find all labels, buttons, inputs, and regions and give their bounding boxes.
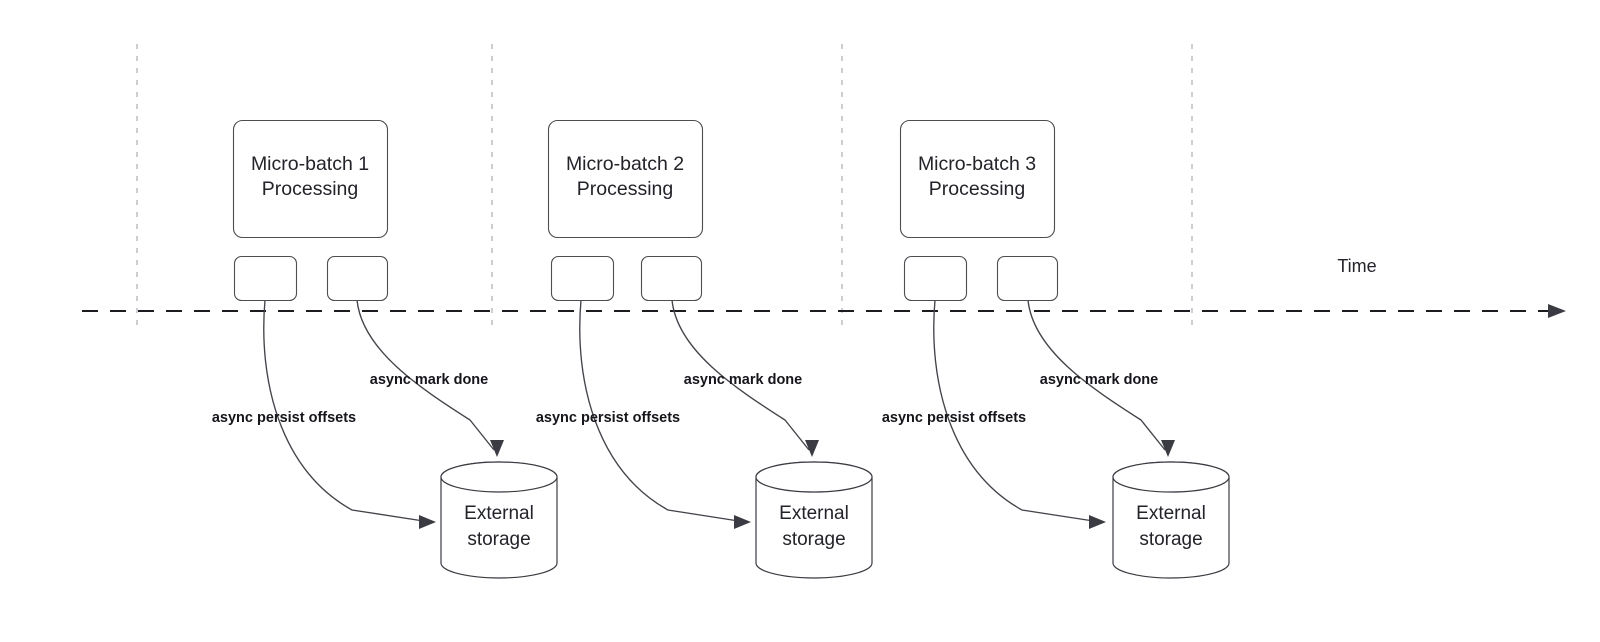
mb1-offsets-task[interactable] <box>233 255 298 302</box>
processing-box-3-label-line2: Processing <box>929 178 1025 200</box>
external-storage-2-label-line1: External <box>779 503 849 524</box>
mb3-markdone-task[interactable] <box>996 255 1059 302</box>
mb1-persist-offsets-label: async persist offsets <box>212 410 356 426</box>
processing-box-2[interactable] <box>547 119 704 239</box>
external-storage-2-top-ellipse <box>755 461 873 493</box>
external-storage-3-top-ellipse <box>1112 461 1230 493</box>
processing-box-2-label-line2: Processing <box>577 178 673 200</box>
processing-box-1-label-line1: Micro-batch 1 <box>251 153 369 175</box>
mb2-mark-done-path <box>671 299 810 451</box>
mb2-persist-offsets-path <box>579 299 746 523</box>
external-storage-1-label-line1: External <box>464 503 534 524</box>
mb3-persist-offsets-label: async persist offsets <box>882 410 1026 426</box>
mb1-persist-offsets-path <box>263 299 431 523</box>
mb2-persist-offsets-arrow-icon <box>734 515 751 529</box>
mb3-offsets-task[interactable] <box>903 255 968 302</box>
processing-box-3-label-line1: Micro-batch 3 <box>918 153 1036 175</box>
mb3-persist-offsets-arrow-icon <box>1089 515 1106 529</box>
node-group <box>232 119 1230 579</box>
mb2-offsets-task[interactable] <box>550 255 615 302</box>
mb1-persist-offsets-arrow-icon <box>419 515 436 529</box>
timeline-arrow-icon <box>1548 304 1566 318</box>
mb1-mark-done-label: async mark done <box>370 372 488 388</box>
external-storage-3-label-line2: storage <box>1139 529 1202 550</box>
external-storage-1-label-line2: storage <box>467 529 530 550</box>
mb1-mark-done-arrow-icon <box>490 440 504 457</box>
external-storage-1-top-ellipse <box>440 461 558 493</box>
processing-box-3[interactable] <box>899 119 1056 239</box>
mb2-persist-offsets-label: async persist offsets <box>536 410 680 426</box>
mb1-markdone-task[interactable] <box>326 255 389 302</box>
mb2-mark-done-label: async mark done <box>684 372 802 388</box>
mb2-markdone-task[interactable] <box>640 255 703 302</box>
external-storage-2-label-line2: storage <box>782 529 845 550</box>
mb3-mark-done-arrow-icon <box>1161 440 1175 457</box>
mb3-mark-done-path <box>1027 299 1166 451</box>
timeline-axis-group <box>82 304 1566 318</box>
mb3-mark-done-label: async mark done <box>1040 372 1158 388</box>
mb3-persist-offsets-path <box>933 299 1101 523</box>
mb1-mark-done-path <box>356 299 495 451</box>
external-storage-3-label-line1: External <box>1136 503 1206 524</box>
processing-box-1[interactable] <box>232 119 389 239</box>
edge-group <box>263 299 1175 529</box>
mb2-mark-done-arrow-icon <box>805 440 819 457</box>
processing-box-1-label-line2: Processing <box>262 178 358 200</box>
processing-box-2-label-line1: Micro-batch 2 <box>566 153 684 175</box>
label-group: Time Micro-batch 1 Processing async persist… <box>212 153 1377 550</box>
timeline-axis-label: Time <box>1337 256 1376 276</box>
